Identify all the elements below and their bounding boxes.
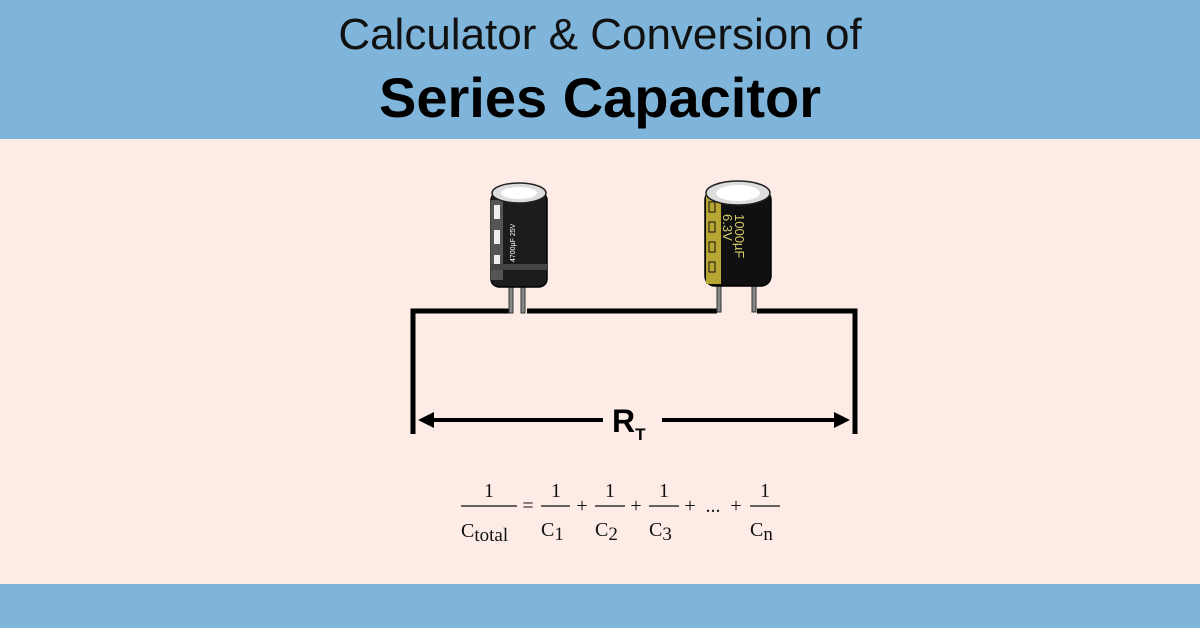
series-capacitance-formula: 1 Ctotal = 1 C1 + 1 C2 + 1 C3 + ... + 1 …: [461, 480, 780, 546]
term-3-denominator: C3: [649, 519, 672, 545]
capacitor-right: 1000µF 6.3V: [704, 180, 772, 313]
term-2-denominator: C2: [595, 519, 618, 545]
dimension-arrow: RT: [418, 403, 850, 444]
page-subtitle: Calculator & Conversion of: [338, 10, 862, 59]
term-3-den-main: C: [649, 519, 662, 541]
plus-sign-4: +: [730, 495, 741, 517]
term-1-den-main: C: [541, 519, 554, 541]
capacitor-right-label-2: 6.3V: [720, 214, 735, 241]
dimension-label-main: R: [612, 403, 635, 439]
equals-sign: =: [522, 495, 533, 517]
plus-sign-1: +: [576, 495, 587, 517]
plus-sign-3: +: [684, 495, 695, 517]
page-title: Series Capacitor: [379, 66, 821, 129]
lhs-den-main: C: [461, 520, 474, 542]
lhs-numerator: 1: [484, 480, 494, 502]
term-1-denominator: C1: [541, 519, 564, 545]
circuit-wire: [410, 308, 858, 434]
term-1-numerator: 1: [551, 480, 561, 502]
title-banner: Calculator & Conversion of Series Capaci…: [0, 0, 1200, 139]
term-3-numerator: 1: [659, 480, 669, 502]
ellipsis: ...: [706, 495, 721, 517]
term-2-numerator: 1: [605, 480, 615, 502]
lhs-denominator: Ctotal: [461, 520, 508, 546]
term-3-den-sub: 3: [662, 524, 672, 545]
dimension-label: RT: [612, 403, 646, 444]
capacitor-left-label: 4700µF 25V: [510, 223, 517, 262]
term-2-den-sub: 2: [608, 524, 618, 545]
term-n-denominator: Cn: [750, 519, 773, 545]
term-n-den-sub: n: [763, 524, 773, 545]
footer-banner: [0, 584, 1200, 628]
dimension-label-sub: T: [635, 425, 646, 444]
capacitor-left: 4700µF 25V: [490, 182, 548, 314]
capacitor-right-label-1: 1000µF: [732, 214, 747, 258]
term-2-den-main: C: [595, 519, 608, 541]
series-capacitor-diagram: 4700µF 25V 1000µF 6.3V RT 1 Ctotal = 1 C…: [410, 180, 858, 546]
term-1-den-sub: 1: [554, 524, 564, 545]
term-n-numerator: 1: [760, 480, 770, 502]
lhs-den-sub: total: [474, 525, 508, 546]
plus-sign-2: +: [630, 495, 641, 517]
term-n-den-main: C: [750, 519, 763, 541]
